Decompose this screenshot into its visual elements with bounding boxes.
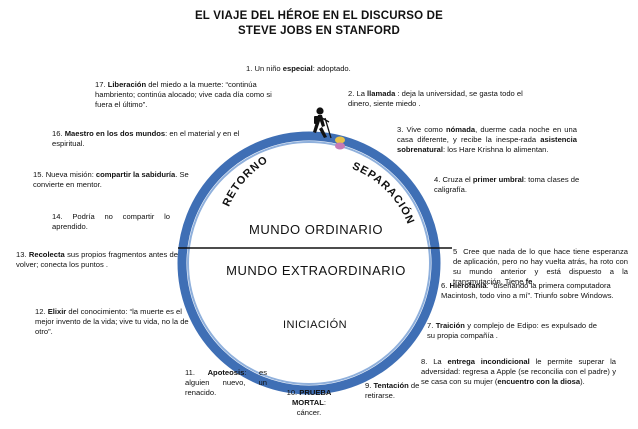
title-line-2: STEVE JOBS EN STANFORD (237, 25, 400, 37)
step-11: 11. Apoteosis: es alguien nuevo, un rena… (185, 368, 267, 397)
mundo-extraordinario-label: MUNDO EXTRAORDINARIO (226, 263, 406, 278)
hiker-icon (313, 107, 332, 139)
mundo-ordinario-label: MUNDO ORDINARIO (249, 222, 383, 237)
step-9: 9. Tentación de retirarse. (365, 381, 420, 400)
step-4: 4. Cruza el primer umbral: toma clases d… (434, 175, 580, 194)
step-1: 1. Un niño especial: adoptado. (246, 64, 351, 73)
separacion-text: SEPARACIÓN (350, 160, 415, 226)
title-line-1: EL VIAJE DEL HÉROE EN EL DISCURSO DE (194, 10, 444, 22)
iniciacion-label: INICIACIÓN (283, 318, 347, 331)
step-10: 10. PRUEBA MORTAL: cáncer. (286, 388, 332, 417)
journey-ring-inner (187, 141, 431, 385)
step-8: 8. La entrega incondicional le permite s… (421, 357, 616, 386)
apple-logo-icon (335, 136, 345, 150)
step-16: 16. Maestro en los dos mundos: en el mat… (52, 129, 240, 148)
step-12: 12. Elixir del conocimiento: “la muerte … (35, 307, 189, 336)
step-13: 13. Recolecta sus propios fragmentos ant… (16, 250, 178, 269)
step-17: 17. Liberación del miedo a la muerte: “c… (95, 80, 272, 109)
step-3: 3. Vive como nómada, duerme cada noche e… (397, 125, 577, 154)
step-14: 14. Podría no compartir lo aprendido. (52, 212, 170, 231)
step-7: 7. Traición y complejo de Edipo: es expu… (427, 321, 597, 340)
journey-ring-outer (177, 131, 441, 395)
step-15: 15. Nueva misión: compartir la sabiduría… (33, 170, 189, 189)
step-2: 2. La llamada : deja la universidad, se … (348, 89, 523, 108)
separacion-label: SEPARACIÓN (350, 160, 416, 226)
step-6: 6. Hierofanía: “diseñando la primera com… (441, 281, 614, 300)
step-5: 5 Cree que nada de lo que hace tiene esp… (453, 247, 628, 286)
